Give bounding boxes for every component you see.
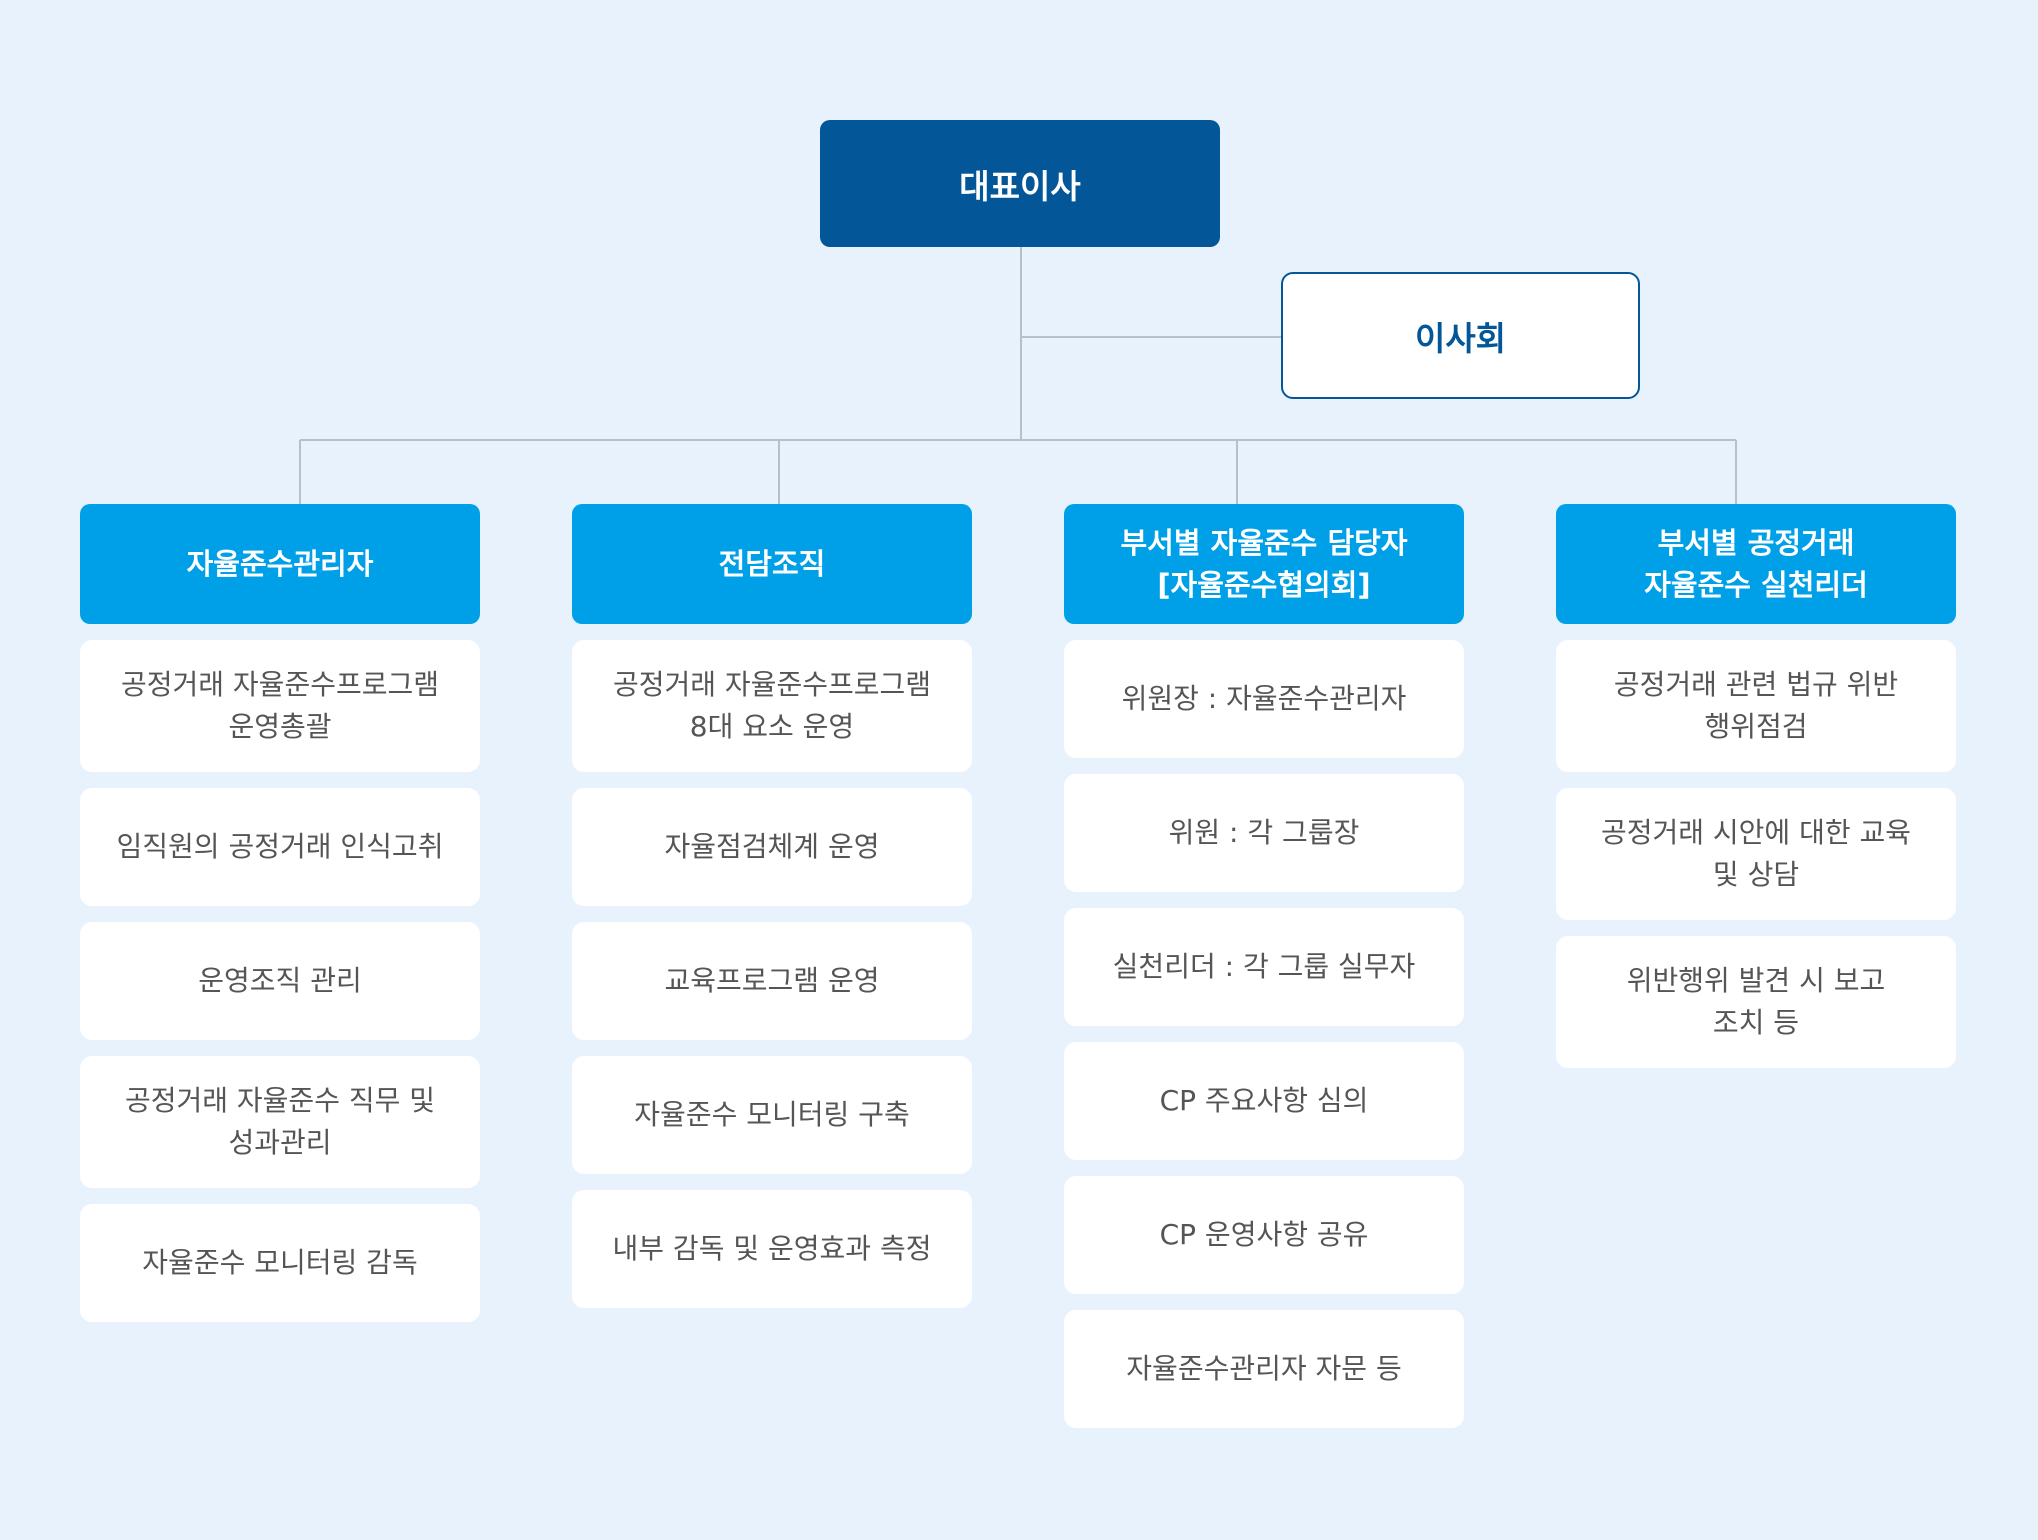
- duty-item: 공정거래 관련 법규 위반 행위점검: [1556, 640, 1956, 772]
- column-compliance-manager: 자율준수관리자 공정거래 자율준수프로그램 운영총괄 임직원의 공정거래 인식고…: [80, 504, 480, 1322]
- duty-item: 공정거래 자율준수 직무 및 성과관리: [80, 1056, 480, 1188]
- duty-item: CP 주요사항 심의: [1064, 1042, 1464, 1160]
- duty-item: 위원장 : 자율준수관리자: [1064, 640, 1464, 758]
- column-header: 전담조직: [572, 504, 972, 624]
- duty-item: 운영조직 관리: [80, 922, 480, 1040]
- column-practice-leaders: 부서별 공정거래 자율준수 실천리더 공정거래 관련 법규 위반 행위점검 공정…: [1556, 504, 1956, 1068]
- duty-item: 자율준수 모니터링 감독: [80, 1204, 480, 1322]
- column-header: 부서별 공정거래 자율준수 실천리더: [1556, 504, 1956, 624]
- column-dedicated-team: 전담조직 공정거래 자율준수프로그램 8대 요소 운영 자율점검체계 운영 교육…: [572, 504, 972, 1308]
- duty-item: 내부 감독 및 운영효과 측정: [572, 1190, 972, 1308]
- duty-item: 공정거래 시안에 대한 교육 및 상담: [1556, 788, 1956, 920]
- duty-item: 교육프로그램 운영: [572, 922, 972, 1040]
- duty-item: CP 운영사항 공유: [1064, 1176, 1464, 1294]
- column-header: 자율준수관리자: [80, 504, 480, 624]
- duty-item: 자율준수 모니터링 구축: [572, 1056, 972, 1174]
- ceo-node: 대표이사: [820, 120, 1220, 247]
- duty-item: 자율준수관리자 자문 등: [1064, 1310, 1464, 1428]
- column-department-officers: 부서별 자율준수 담당자 [자율준수협의회] 위원장 : 자율준수관리자 위원 …: [1064, 504, 1464, 1428]
- column-header: 부서별 자율준수 담당자 [자율준수협의회]: [1064, 504, 1464, 624]
- duty-item: 임직원의 공정거래 인식고취: [80, 788, 480, 906]
- duty-item: 위반행위 발견 시 보고 조치 등: [1556, 936, 1956, 1068]
- duty-item: 공정거래 자율준수프로그램 8대 요소 운영: [572, 640, 972, 772]
- board-node: 이사회: [1281, 272, 1640, 399]
- duty-item: 실천리더 : 각 그룹 실무자: [1064, 908, 1464, 1026]
- duty-item: 위원 : 각 그룹장: [1064, 774, 1464, 892]
- duty-item: 자율점검체계 운영: [572, 788, 972, 906]
- duty-item: 공정거래 자율준수프로그램 운영총괄: [80, 640, 480, 772]
